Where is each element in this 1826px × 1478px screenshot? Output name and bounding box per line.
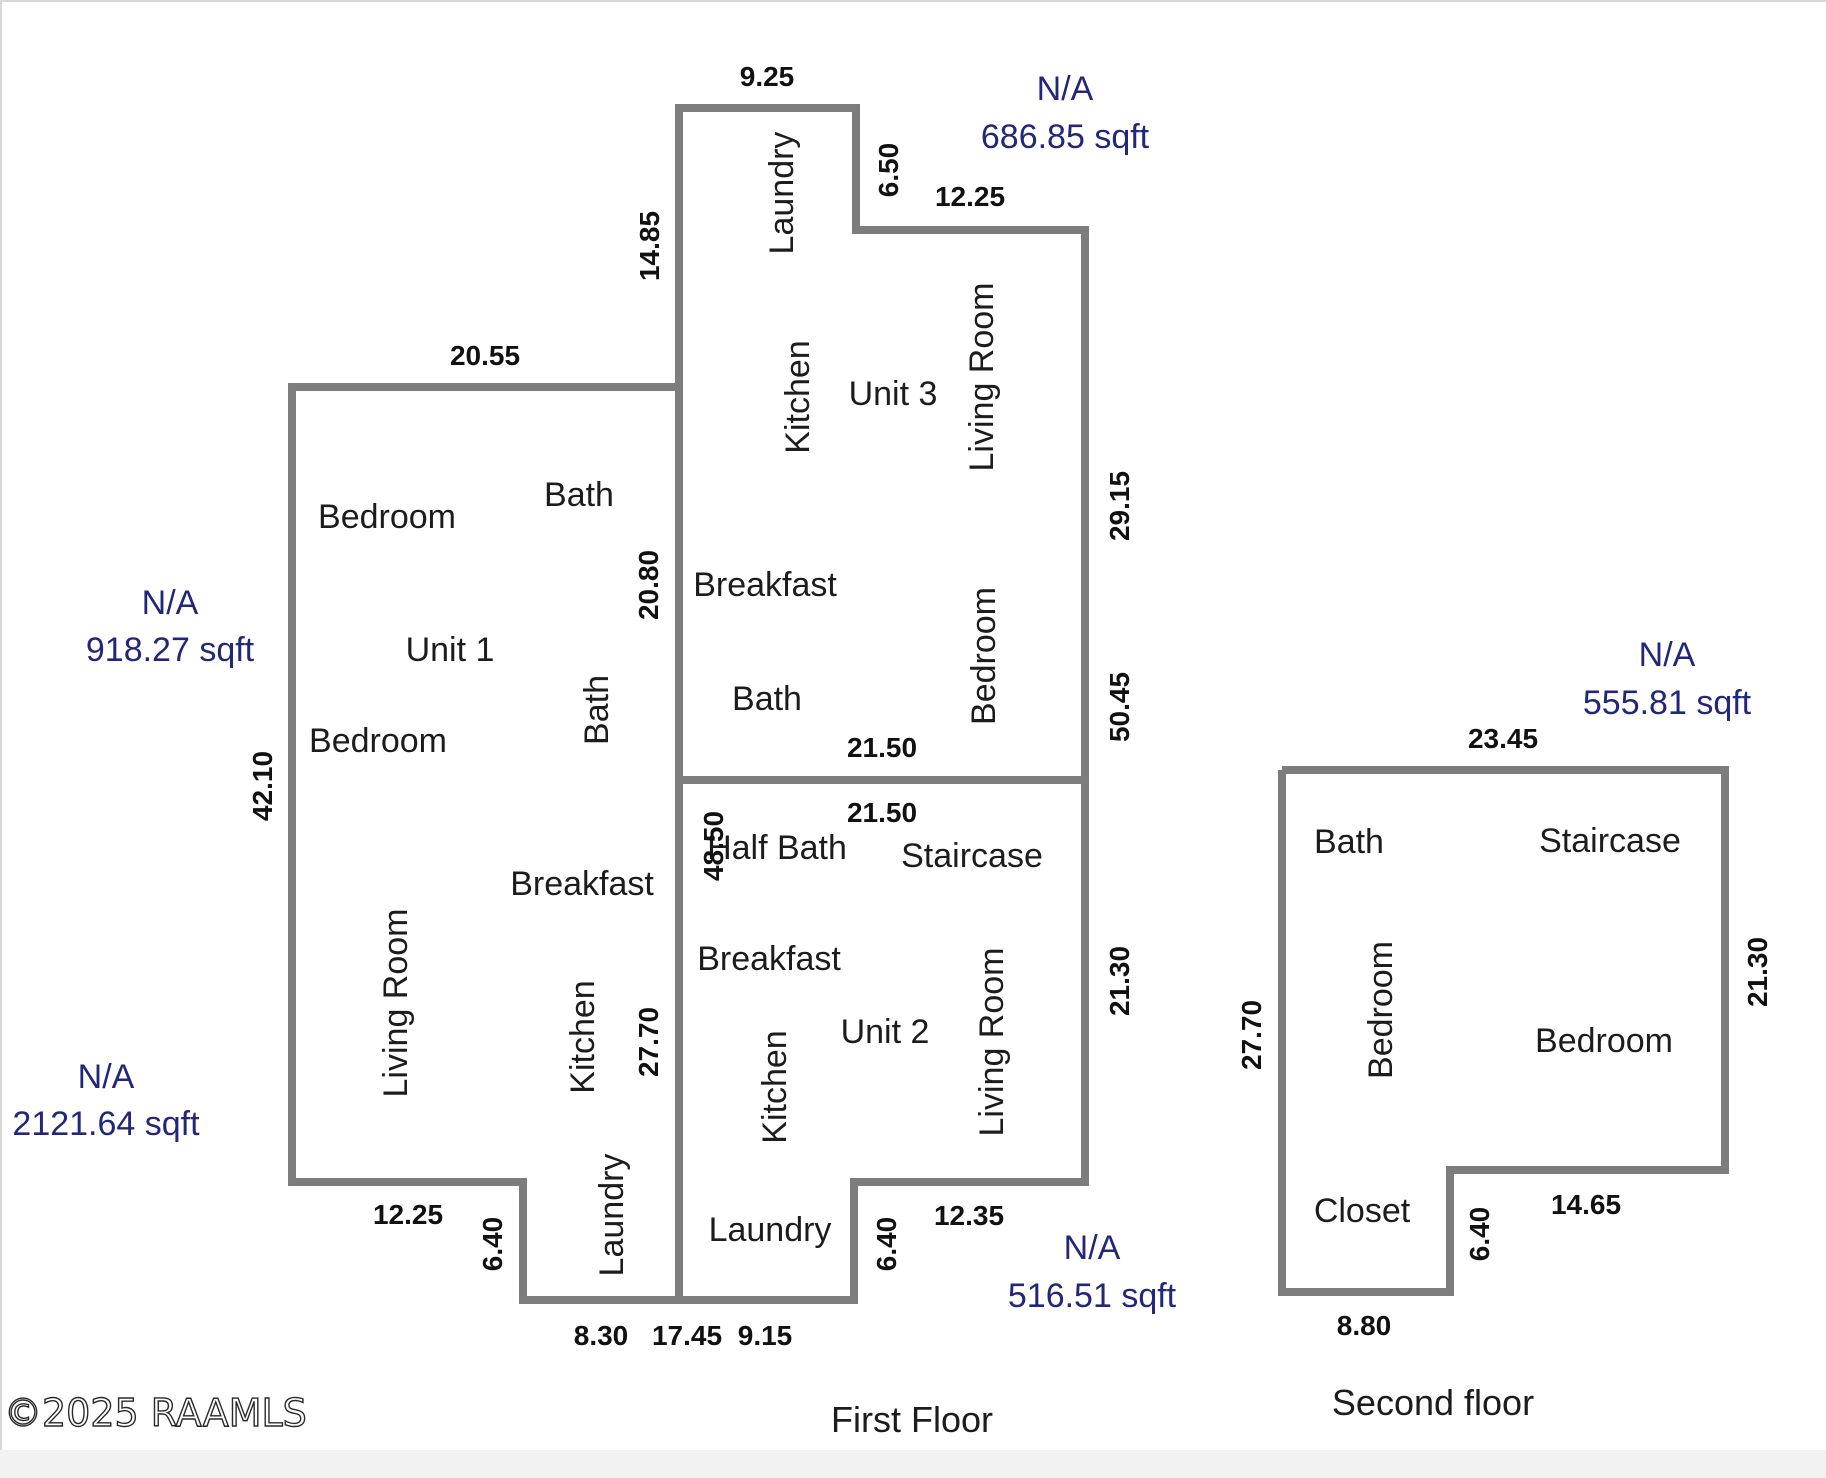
room-label-laundry: Laundry: [763, 132, 801, 255]
dimension-label: 14.65: [1551, 1189, 1621, 1220]
dimension-label: 21.50: [847, 732, 917, 763]
dimension-label: 9.25: [740, 61, 795, 92]
area-label-total: N/A 2121.64 sqft: [12, 1058, 200, 1143]
area-sqft: 918.27 sqft: [86, 631, 255, 669]
room-label-bath: Bath: [578, 675, 616, 745]
second-floor-outline: [1278, 766, 1729, 1296]
dimension-label: 17.45: [652, 1320, 722, 1351]
dimension-label: 12.35: [934, 1200, 1004, 1231]
room-label-kitchen: Kitchen: [564, 980, 602, 1093]
room-label-bath: Bath: [1314, 823, 1384, 861]
second-floor-caption: Second floor: [1332, 1382, 1534, 1423]
dimension-label: 21.50: [847, 797, 917, 828]
dimension-label: 50.45: [1104, 672, 1135, 742]
room-label-half-bath: Half Bath: [707, 829, 847, 867]
dimension-label: 27.70: [633, 1007, 664, 1077]
dimension-label: 20.80: [633, 550, 664, 620]
area-na: N/A: [142, 584, 199, 622]
area-na: N/A: [1639, 636, 1696, 674]
area-label-second-floor: N/A 555.81 sqft: [1583, 636, 1752, 722]
dimension-label: 29.15: [1104, 471, 1135, 541]
dimension-label: 21.30: [1104, 946, 1135, 1016]
area-na: N/A: [1064, 1229, 1121, 1267]
area-na: N/A: [1037, 70, 1094, 108]
room-label-bedroom: Bedroom: [309, 722, 447, 760]
room-label-bath: Bath: [544, 476, 614, 514]
room-label-staircase: Staircase: [901, 837, 1043, 875]
unit2-label: Unit 2: [841, 1013, 930, 1051]
room-label-breakfast: Breakfast: [693, 566, 837, 604]
first-floor-caption: First Floor: [831, 1399, 993, 1440]
dimension-label: 9.15: [738, 1320, 793, 1351]
dimension-label: 42.10: [247, 751, 278, 821]
dimension-label: 12.25: [373, 1199, 443, 1230]
dimension-label: 21.30: [1742, 937, 1773, 1007]
room-label-laundry: Laundry: [593, 1154, 631, 1277]
room-label-breakfast: Breakfast: [697, 940, 841, 978]
dimension-label: 48.50: [698, 811, 729, 881]
room-label-laundry: Laundry: [709, 1211, 832, 1249]
room-label-bedroom: Bedroom: [318, 498, 456, 536]
area-label-unit2: N/A 516.51 sqft: [1008, 1229, 1177, 1315]
dimension-label: 12.25: [935, 181, 1005, 212]
copyright-watermark: ©2025 RAAMLS: [4, 1391, 307, 1435]
area-label-unit1: N/A 918.27 sqft: [86, 584, 255, 669]
unit3-label: Unit 3: [849, 375, 938, 413]
area-na: N/A: [78, 1058, 135, 1096]
area-label-unit3: N/A 686.85 sqft: [981, 70, 1150, 156]
room-label-living-room: Living Room: [973, 948, 1011, 1137]
area-sqft: 516.51 sqft: [1008, 1277, 1177, 1315]
dimension-label: 27.70: [1236, 1000, 1267, 1070]
dimension-label: 8.80: [1337, 1310, 1392, 1341]
room-label-bedroom: Bedroom: [1362, 941, 1400, 1079]
room-label-bedroom: Bedroom: [965, 587, 1003, 725]
dimension-label: 6.40: [1464, 1207, 1495, 1262]
room-label-closet: Closet: [1314, 1192, 1411, 1230]
dimension-label: 6.40: [477, 1217, 508, 1272]
room-label-living-room: Living Room: [377, 909, 415, 1098]
area-sqft: 2121.64 sqft: [12, 1105, 200, 1143]
dimension-label: 14.85: [634, 211, 665, 281]
room-label-bath: Bath: [732, 680, 802, 718]
room-label-bedroom: Bedroom: [1535, 1022, 1673, 1060]
room-label-staircase: Staircase: [1539, 822, 1681, 860]
room-label-kitchen: Kitchen: [779, 340, 817, 453]
unit2-outline: [679, 776, 1089, 1304]
area-sqft: 555.81 sqft: [1583, 684, 1752, 722]
dimension-label: 20.55: [450, 340, 520, 371]
dimension-label: 23.45: [1468, 723, 1538, 754]
room-label-breakfast: Breakfast: [510, 865, 654, 903]
unit1-label: Unit 1: [406, 631, 495, 669]
room-label-kitchen: Kitchen: [756, 1030, 794, 1143]
dimension-label: 8.30: [574, 1320, 629, 1351]
area-sqft: 686.85 sqft: [981, 118, 1150, 156]
dimension-label: 6.40: [871, 1217, 902, 1272]
dimension-label: 6.50: [873, 143, 904, 198]
room-label-living-room: Living Room: [963, 283, 1001, 472]
